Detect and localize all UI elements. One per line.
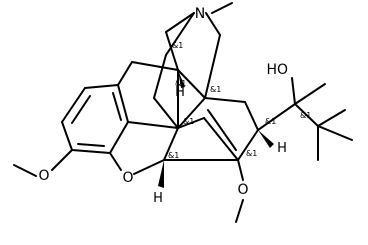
n-methyl: [211, 2, 233, 14]
stereo-label: &1: [175, 79, 186, 88]
atom-labels: N O HO O O H H H: [38, 6, 288, 206]
stereo-label: &1: [246, 149, 257, 158]
stereo-label: &1: [265, 117, 276, 126]
furan-ring: [109, 121, 179, 175]
nitrogen-label: N: [195, 6, 205, 22]
ring-oxygen-label: O: [122, 170, 133, 186]
side-chain: [257, 77, 353, 161]
bicyclo-ring: [163, 97, 259, 161]
aromatic-ring: [61, 84, 129, 154]
stereo-wedges: [158, 70, 274, 188]
hydrogen-top-label: H: [175, 85, 185, 100]
hydrogen-bottom-label: H: [153, 191, 163, 206]
hydrogen-right-label: H: [277, 141, 287, 156]
stereo-label: &1: [168, 151, 179, 160]
stereo-label: &1: [300, 111, 311, 120]
aryl-methoxy: [13, 149, 73, 177]
hydroxyl-label: HO: [266, 62, 288, 78]
stereo-labels: &1 &1 &1 &1 &1 &1 &1 &1: [168, 41, 311, 160]
stereo-label: &1: [183, 117, 194, 126]
stereo-label: &1: [172, 41, 183, 50]
bridge-methoxy: [235, 159, 244, 223]
aryl-methoxy-oxygen-label: O: [38, 168, 49, 184]
bridge-methoxy-oxygen-label: O: [237, 182, 248, 198]
stereo-label: &1: [210, 85, 221, 94]
bridge-bonds: [117, 12, 221, 129]
